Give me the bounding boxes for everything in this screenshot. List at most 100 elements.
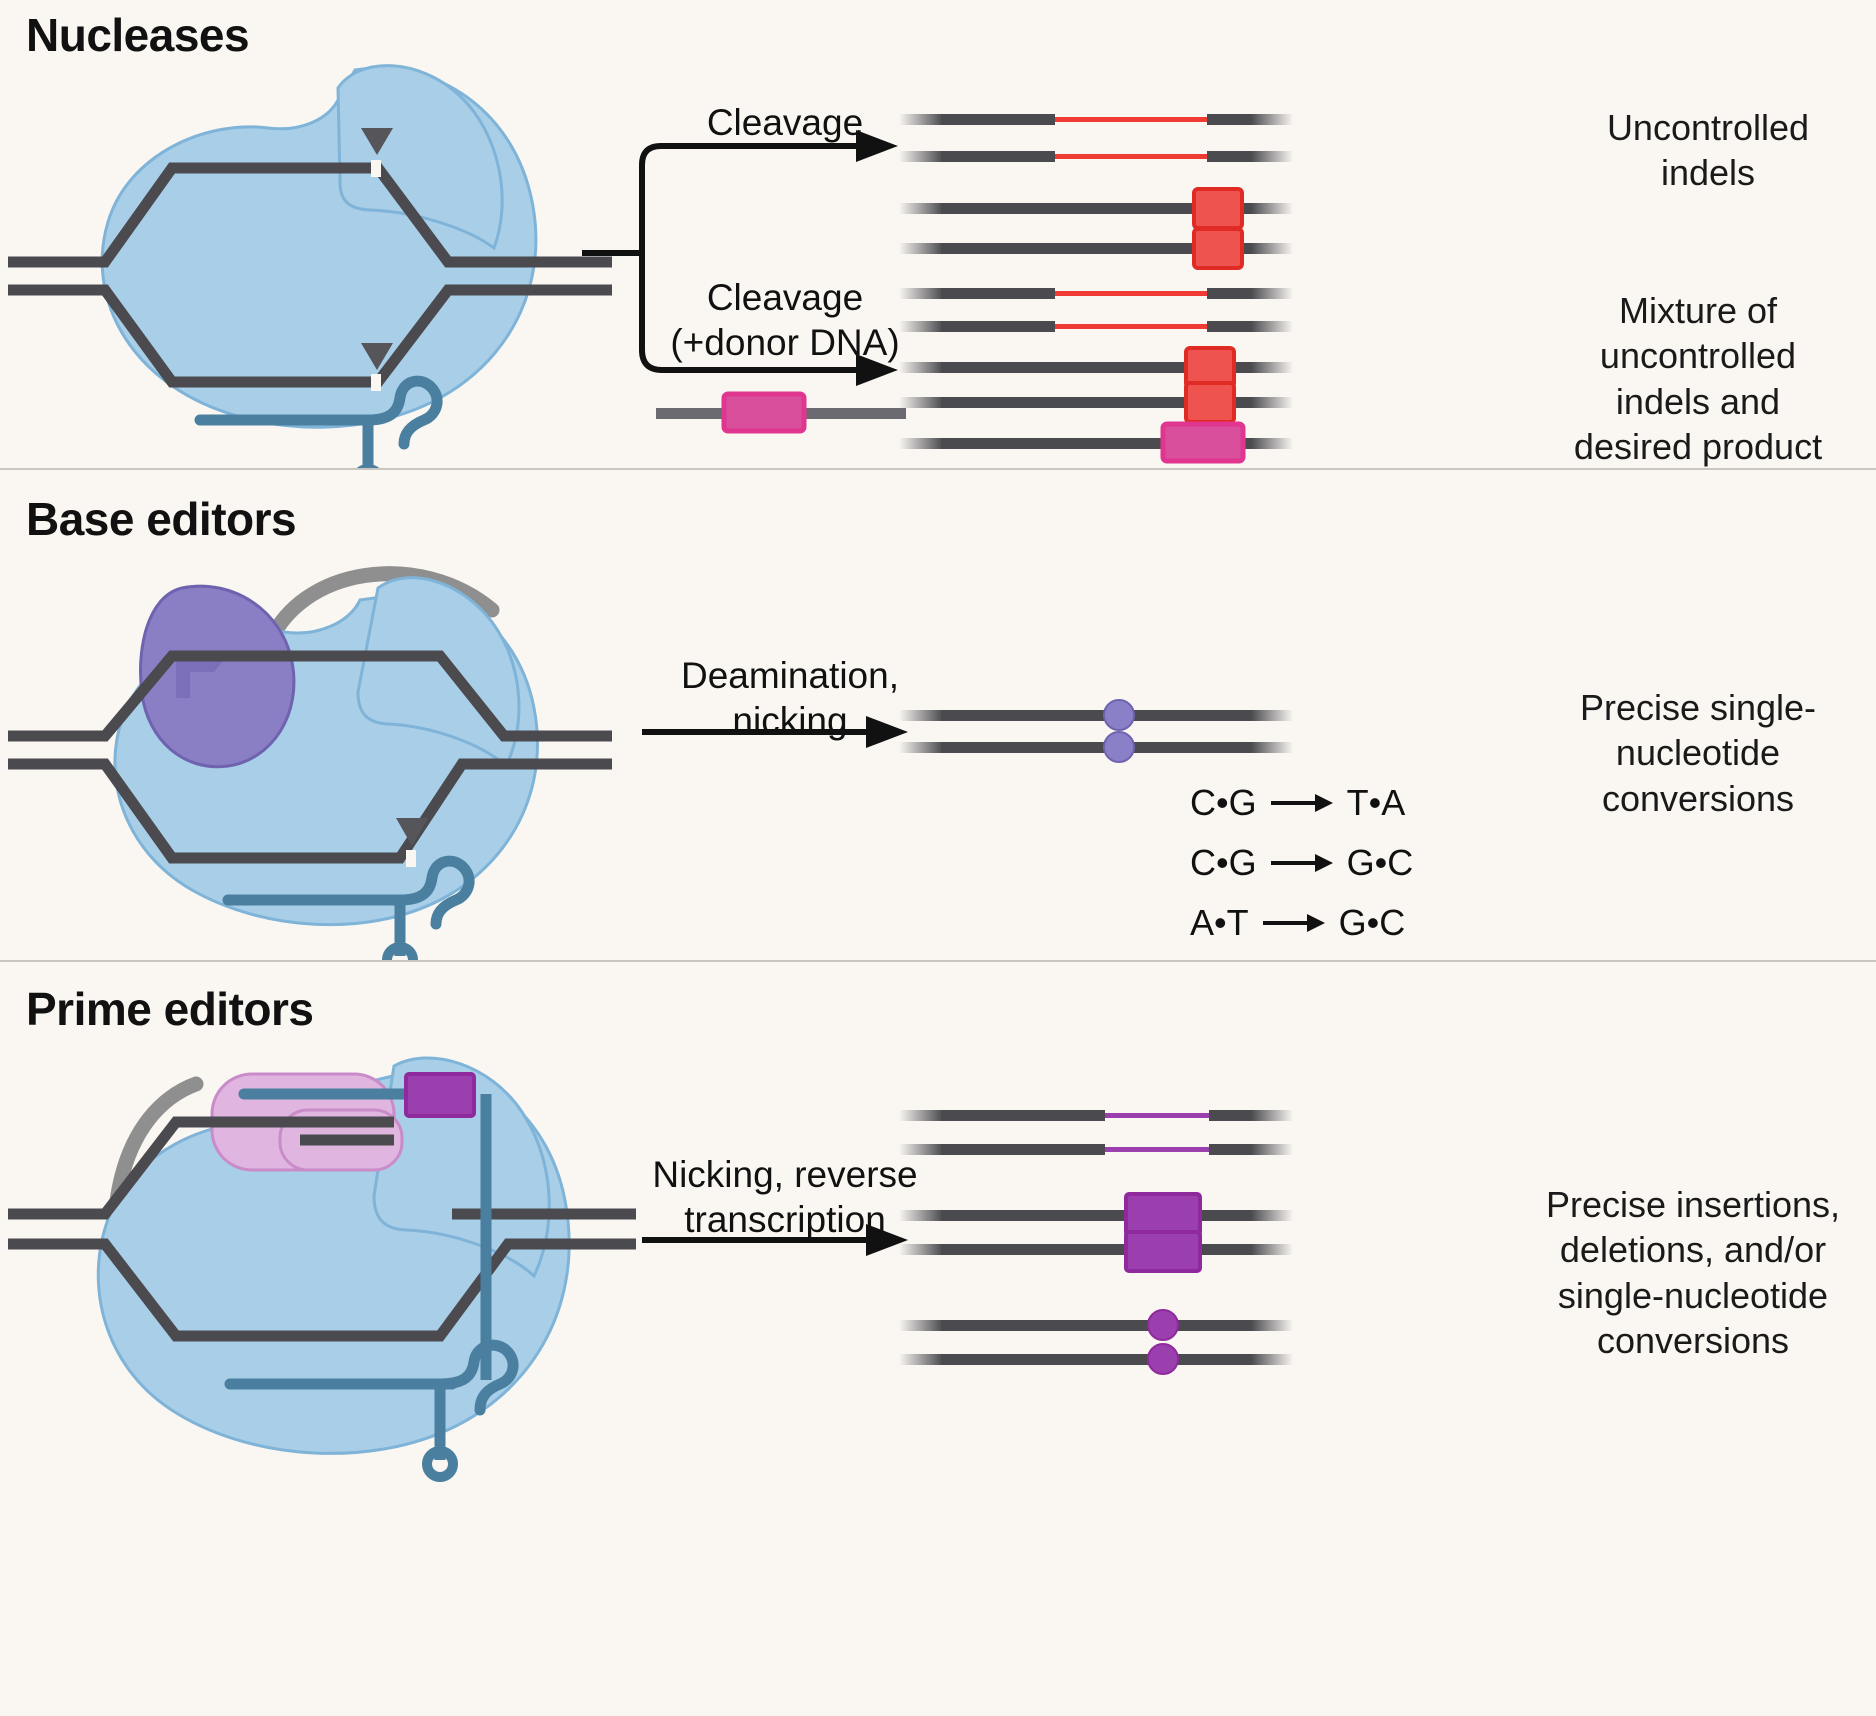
conversion-arrow-icon xyxy=(1262,913,1325,933)
cut-gap-top xyxy=(371,160,381,177)
conversion-1-from: C•G xyxy=(1190,782,1257,823)
deaminase-active-site-notch xyxy=(176,652,230,698)
base-editor-complex-illustration xyxy=(8,566,612,978)
panel-title-prime-editors: Prime editors xyxy=(26,983,314,1035)
strand-fade-be2 xyxy=(899,742,943,753)
strand-fade-pe2 xyxy=(899,1144,943,1155)
insertion-marker-bottom xyxy=(1192,227,1244,270)
divider-2 xyxy=(0,960,1876,962)
strand-fade-pe3 xyxy=(899,1210,943,1221)
branch-lower xyxy=(639,253,858,373)
nick-gap-bottom xyxy=(406,850,416,867)
strand-fade-4 xyxy=(899,243,943,254)
deaminase-domain xyxy=(139,584,296,769)
conversion-equation-1: C•G T•A xyxy=(1190,782,1405,824)
strand-seg-5a xyxy=(941,288,1055,299)
pe-del-strand-top-a xyxy=(941,1110,1105,1121)
cas-protein-lobe-upper xyxy=(336,64,504,251)
strand-fade-pe6r xyxy=(1251,1354,1293,1365)
cut-gap-bottom xyxy=(371,374,381,391)
pe-converted-base-bottom xyxy=(1147,1343,1179,1375)
strand-seg-3 xyxy=(941,203,1205,214)
strand-fade-1 xyxy=(899,114,943,125)
arrow-label-cleavage-donor: Cleavage (+donor DNA) xyxy=(670,277,900,364)
knockin-marker-top xyxy=(1160,421,1246,464)
strand-fade-6r xyxy=(1251,321,1293,332)
conversion-2-from: C•G xyxy=(1190,842,1257,883)
be-strand-top xyxy=(941,710,1251,721)
be-strand-bottom xyxy=(941,742,1251,753)
pe-converted-base-top xyxy=(1147,1309,1179,1341)
strand-fade-9r xyxy=(1251,438,1293,449)
pe-ins-strand-top xyxy=(941,1210,1251,1221)
strand-fade-8 xyxy=(899,397,943,408)
sgrna-loop-terminal xyxy=(422,1446,458,1482)
conversion-equation-2: C•G G•C xyxy=(1190,842,1413,884)
outcome-label-precise-single-nucleotide: Precise single- nucleotide conversions xyxy=(1579,687,1817,819)
panel-base-editors: Base editors Deamination xyxy=(0,470,1876,978)
pe-conv-strand-top xyxy=(941,1320,1251,1331)
nicking-rt-arrow xyxy=(642,1224,908,1256)
insertion-marker-bottom-2 xyxy=(1184,381,1236,424)
dna-bottom-strand xyxy=(8,758,612,864)
conversion-3-to: G•C xyxy=(1338,902,1406,943)
deletion-marker-top xyxy=(1055,117,1207,122)
strand-fade-be1r xyxy=(1251,710,1293,721)
strand-seg-2a xyxy=(941,151,1055,162)
nuclease-donor-products xyxy=(899,288,1293,464)
strand-fade-pe4r xyxy=(1251,1244,1293,1255)
strand-fade-2r xyxy=(1251,151,1293,162)
strand-seg-4 xyxy=(941,243,1205,254)
arrowhead-cleavage xyxy=(856,130,898,162)
strand-seg-6a xyxy=(941,321,1055,332)
strand-fade-pe6 xyxy=(899,1354,943,1365)
panel-prime-editors: Prime editors xyxy=(0,962,1876,1716)
deletion-marker-bottom xyxy=(1055,154,1207,159)
strand-fade-be1 xyxy=(899,710,943,721)
strand-fade-4r xyxy=(1251,243,1293,254)
donor-dna-template xyxy=(656,391,906,434)
strand-seg-1b xyxy=(1207,114,1251,125)
dna-top-strand xyxy=(8,650,612,742)
conversion-1-to: T•A xyxy=(1346,782,1406,823)
pe-deletion-marker-top xyxy=(1105,1113,1209,1118)
pe-deletion-marker-bottom xyxy=(1105,1147,1209,1152)
cleavage-site-marker-top xyxy=(361,128,393,155)
prime-editor-products xyxy=(899,1110,1293,1375)
strand-fade-3 xyxy=(899,203,943,214)
conversion-arrow-icon xyxy=(1270,793,1333,813)
strand-seg-9 xyxy=(941,438,1205,449)
pe-insertion-marker-top xyxy=(1124,1192,1202,1237)
panel-nucleases: Nucleases xyxy=(0,0,1876,500)
strand-fade-5r xyxy=(1251,288,1293,299)
strand-fade-pe1 xyxy=(899,1110,943,1121)
strand-fade-pe1r xyxy=(1251,1110,1293,1121)
arrowhead-nicking-rt xyxy=(866,1224,908,1256)
branch-upper xyxy=(639,143,858,253)
pe-conv-strand-bottom xyxy=(941,1354,1251,1365)
strand-seg-1a xyxy=(941,114,1055,125)
edit-cassette-box xyxy=(404,1072,476,1118)
pe-del-strand-bottom-a xyxy=(941,1144,1105,1155)
strand-fade-pe4 xyxy=(899,1244,943,1255)
sgrna-hairpin-1 xyxy=(434,1339,519,1416)
strand-seg-8 xyxy=(941,397,1205,408)
conversion-arrow-icon xyxy=(1270,853,1333,873)
nick-site-marker xyxy=(396,818,428,846)
pe-del-strand-top-b xyxy=(1209,1110,1251,1121)
sgrna-hairpin-1 xyxy=(394,855,475,930)
cas-protein-lobe-upper xyxy=(356,576,521,769)
base-editor-product xyxy=(899,699,1293,763)
cleavage-site-marker-bottom xyxy=(361,343,393,370)
prime-editor-complex-illustration xyxy=(8,1056,636,1482)
dna-bottom-strand xyxy=(8,1238,636,1342)
conversion-equation-3: A•T G•C xyxy=(1190,902,1405,944)
strand-seg-7 xyxy=(941,362,1205,373)
peptide-linker xyxy=(260,566,500,654)
dna-top-strand-left xyxy=(8,1116,190,1220)
strand-fade-6 xyxy=(899,321,943,332)
strand-fade-9 xyxy=(899,438,943,449)
strand-seg-6b xyxy=(1207,321,1251,332)
strand-fade-5 xyxy=(899,288,943,299)
